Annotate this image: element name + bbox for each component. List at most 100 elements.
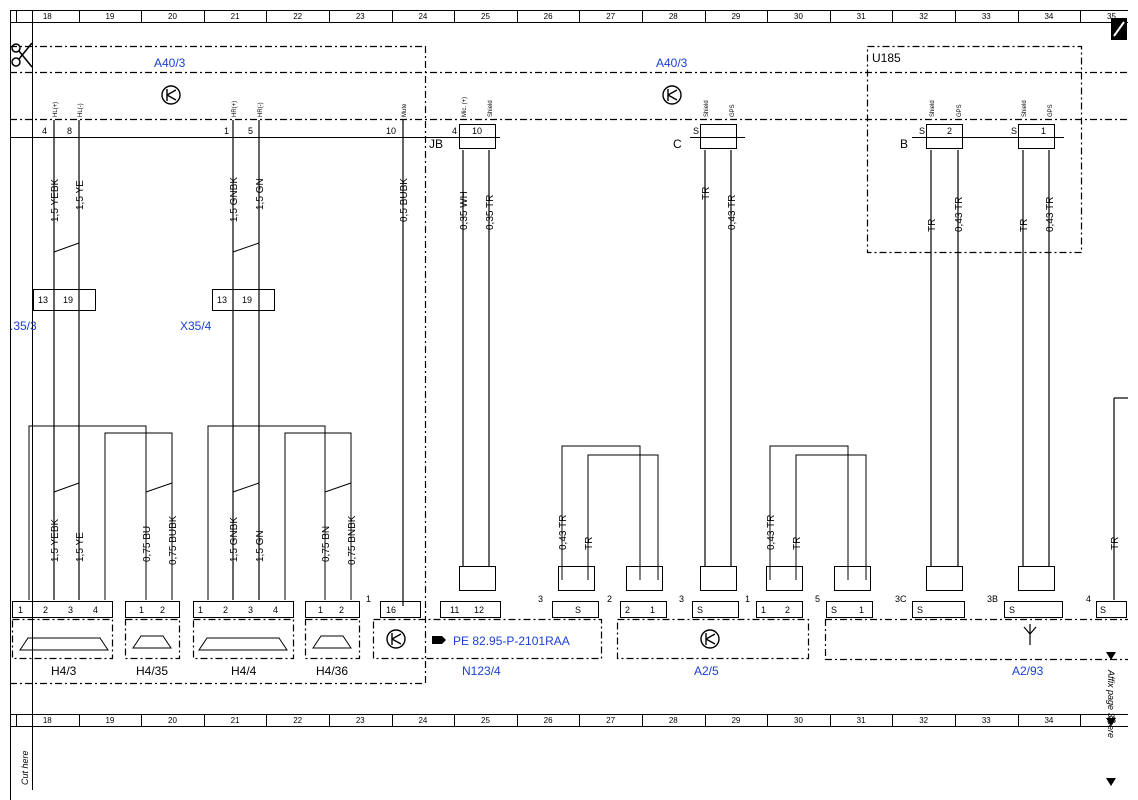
label-h436: H4/36 — [316, 664, 348, 678]
radio-icon-right — [662, 85, 682, 105]
bottom-pin: 3 — [679, 594, 684, 604]
bottom-pin: S — [1100, 605, 1106, 615]
label-n1234: N123/4 — [462, 664, 501, 678]
signal-label: Shield — [1022, 100, 1028, 117]
bottom-pin: 1 — [18, 605, 23, 615]
bottom-pin: 5 — [815, 594, 820, 604]
cut-here-text: Cut here — [20, 750, 30, 785]
wire-label: 0,35 TR — [485, 195, 496, 230]
ruler-label: 21 — [231, 716, 240, 725]
signal-label: HL(-) — [78, 103, 84, 117]
ruler-label: 34 — [1044, 12, 1053, 21]
pencil-icon — [1111, 18, 1127, 40]
bottom-pin: 4 — [93, 605, 98, 615]
bottom-pin: 16 — [386, 605, 396, 615]
wire-label: 0,5 BUBK — [399, 178, 410, 222]
wire-label: 1,5 GN — [255, 178, 266, 210]
top-pin: 10 — [386, 126, 396, 136]
ruler-label: 23 — [356, 716, 365, 725]
label-a293: A2/93 — [1012, 664, 1044, 678]
ruler-label: 23 — [356, 12, 365, 21]
bottom-pin: S — [697, 605, 703, 615]
radio-icon-a25 — [700, 629, 720, 649]
ruler-label: 24 — [418, 12, 427, 21]
bottom-pin: 3C — [895, 594, 907, 604]
wire-label: 1,5 GNBK — [229, 177, 240, 222]
top-pin: 5 — [248, 126, 253, 136]
ruler-label: 31 — [857, 12, 866, 21]
bottom-pin: 2 — [223, 605, 228, 615]
bottom-pin: 1 — [761, 605, 766, 615]
bottom-pin: 1 — [745, 594, 750, 604]
ruler-label: 30 — [794, 12, 803, 21]
signal-label: Shield — [930, 100, 936, 117]
signal-label: GPS — [957, 104, 963, 117]
wire-label: TR — [792, 537, 803, 550]
top-pin: S — [1011, 126, 1017, 136]
bottom-pin: 3 — [68, 605, 73, 615]
signal-label: GPS — [1048, 104, 1054, 117]
bottom-pin: 1 — [139, 605, 144, 615]
x35-pin: 19 — [242, 295, 252, 305]
ruler-label: 33 — [982, 716, 991, 725]
ruler-label: 24 — [418, 716, 427, 725]
top-pin: 1 — [1041, 126, 1046, 136]
top-pin: S — [919, 126, 925, 136]
bottom-pin: S — [575, 605, 581, 615]
wire-label: 0,75 BUBK — [168, 515, 179, 565]
ruler-label: 34 — [1044, 716, 1053, 725]
radio-icon-n123 — [386, 629, 406, 649]
wire-label: 1,5 YEBK — [50, 518, 61, 562]
top-pin: 10 — [472, 126, 482, 136]
bottom-pin: 3 — [538, 594, 543, 604]
label-a403-left: A40/3 — [154, 56, 186, 70]
ruler-label: 27 — [606, 716, 615, 725]
x35-pin: 13 — [38, 295, 48, 305]
signal-label: Mic. (+) — [462, 97, 468, 117]
wire-label: 1,5 YE — [75, 532, 86, 562]
ruler-label: 27 — [606, 12, 615, 21]
antenna-icon — [1023, 624, 1037, 645]
label-u185: U185 — [872, 51, 901, 65]
label-a25: A2/5 — [694, 664, 719, 678]
conn-b: B — [900, 137, 908, 151]
ruler-label: 19 — [105, 716, 114, 725]
ruler-label: 28 — [669, 716, 678, 725]
wire-label: 0,43 TR — [954, 197, 965, 232]
wire-label: TR — [701, 187, 712, 200]
ruler-label: 20 — [168, 716, 177, 725]
bottom-pin: 12 — [474, 605, 484, 615]
label-h435: H4/35 — [136, 664, 168, 678]
ruler-label: 25 — [481, 716, 490, 725]
top-pin: 1 — [224, 126, 229, 136]
bottom-pin: 4 — [273, 605, 278, 615]
ruler-label: 29 — [731, 716, 740, 725]
signal-label: HR(-) — [258, 102, 264, 117]
bottom-pin: S — [917, 605, 923, 615]
wire-label: TR — [1019, 219, 1030, 232]
wire-label: 1,5 YEBK — [50, 178, 61, 222]
bottom-pin: 2 — [625, 605, 630, 615]
bottom-pin: 1 — [198, 605, 203, 615]
ruler-label: 32 — [919, 12, 928, 21]
signal-label: HL(+) — [53, 102, 59, 117]
radio-icon-left — [161, 85, 181, 105]
wire-label: TR — [927, 219, 938, 232]
top-pin: 4 — [42, 126, 47, 136]
bottom-pin: 3B — [987, 594, 998, 604]
ruler-label: 31 — [857, 716, 866, 725]
bottom-pin: S — [1009, 605, 1015, 615]
ruler-bottom — [10, 714, 1128, 727]
bottom-pin: 1 — [366, 594, 371, 604]
top-pin: 2 — [947, 126, 952, 136]
ruler-label: 30 — [794, 716, 803, 725]
reference-link[interactable]: PE 82.95-P-2101RAA — [453, 634, 570, 648]
wire-label: 1,5 YE — [75, 180, 86, 210]
wire-label: TR — [584, 537, 595, 550]
bottom-pin: 4 — [1086, 594, 1091, 604]
bottom-pin: 2 — [607, 594, 612, 604]
ruler-label: 33 — [982, 12, 991, 21]
ruler-label: 18 — [43, 716, 52, 725]
bottom-pin: S — [831, 605, 837, 615]
signal-label: HR(+) — [232, 101, 238, 117]
